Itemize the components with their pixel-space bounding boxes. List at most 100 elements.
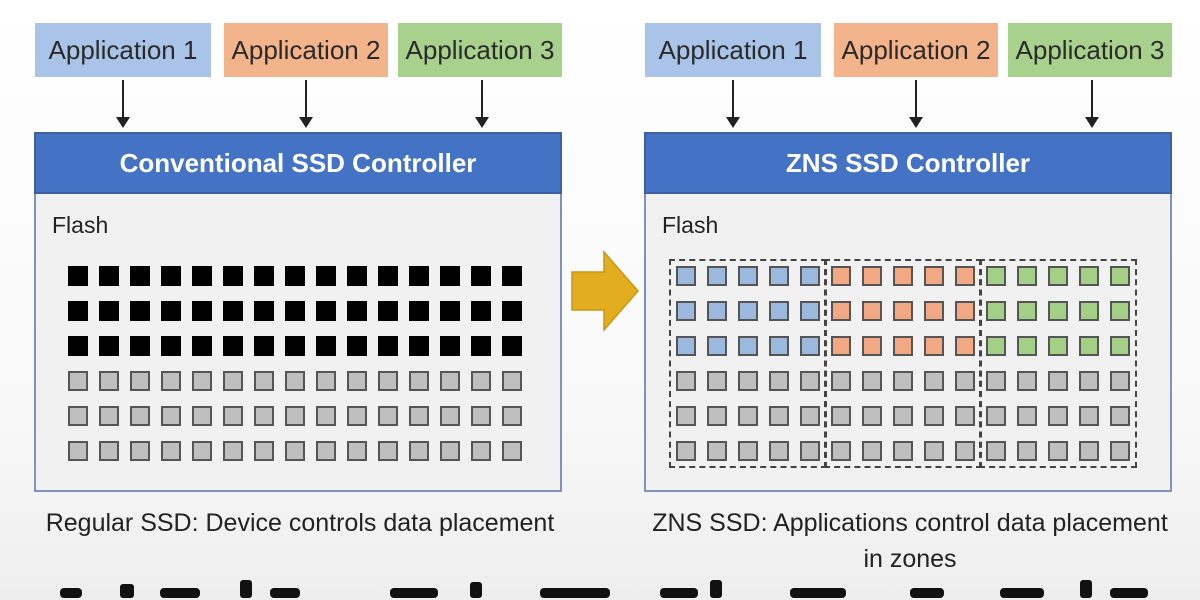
flash-cell <box>707 406 727 426</box>
left-application-1-label: Application 1 <box>48 34 198 65</box>
flash-cell <box>924 266 944 286</box>
left-flash-panel: Flash <box>34 194 562 492</box>
flash-cell <box>1110 441 1130 461</box>
flash-cell <box>738 441 758 461</box>
flash-cell <box>285 336 305 356</box>
flash-cell <box>893 371 913 391</box>
flash-cell <box>130 441 150 461</box>
flash-cell <box>986 301 1006 321</box>
right-application-2-label: Application 2 <box>841 34 991 65</box>
flash-cell <box>502 441 522 461</box>
flash-cell <box>707 301 727 321</box>
right-application-2-box: Application 2 <box>834 23 998 77</box>
flash-cell <box>800 441 820 461</box>
flash-cell <box>1079 371 1099 391</box>
flash-cell <box>924 336 944 356</box>
flash-cell <box>409 301 429 321</box>
flash-cell <box>800 406 820 426</box>
flash-cell <box>738 336 758 356</box>
flash-cell <box>1079 336 1099 356</box>
flash-cell <box>440 441 460 461</box>
flash-cell <box>471 441 491 461</box>
flash-cell <box>223 266 243 286</box>
flash-cell <box>68 301 88 321</box>
flash-cell <box>347 406 367 426</box>
flash-cell <box>769 406 789 426</box>
flash-cell <box>440 336 460 356</box>
flash-cell <box>316 441 336 461</box>
flash-cell <box>1017 301 1037 321</box>
flash-cell <box>707 266 727 286</box>
flash-cell <box>285 441 305 461</box>
flash-cell <box>409 371 429 391</box>
left-app3-arrow-icon <box>475 80 489 128</box>
flash-cell <box>1048 406 1068 426</box>
flash-cell <box>707 336 727 356</box>
flash-cell <box>1017 371 1037 391</box>
flash-cell <box>130 371 150 391</box>
right-flash-panel: Flash <box>644 194 1172 492</box>
flash-cell <box>862 336 882 356</box>
flash-cell <box>223 301 243 321</box>
flash-cell <box>1048 301 1068 321</box>
flash-cell <box>676 336 696 356</box>
flash-cell <box>471 336 491 356</box>
flash-cell <box>769 371 789 391</box>
left-application-1-box: Application 1 <box>35 23 211 77</box>
flash-cell <box>130 336 150 356</box>
flash-cell <box>471 406 491 426</box>
flash-cell <box>800 266 820 286</box>
zns-ssd-controller-title: ZNS SSD Controller <box>785 147 1031 178</box>
flash-cell <box>223 371 243 391</box>
flash-cell <box>471 371 491 391</box>
flash-cell <box>676 266 696 286</box>
flash-cell <box>502 336 522 356</box>
flash-cell <box>254 406 274 426</box>
flash-cell <box>1017 406 1037 426</box>
flash-cell <box>440 266 460 286</box>
flash-cell <box>1110 266 1130 286</box>
flash-cell <box>99 406 119 426</box>
flash-cell <box>192 406 212 426</box>
flash-cell <box>862 301 882 321</box>
flash-cell <box>161 266 181 286</box>
flash-cell <box>955 266 975 286</box>
flash-cell <box>769 266 789 286</box>
flash-cell <box>1079 441 1099 461</box>
flash-cell <box>738 301 758 321</box>
flash-cell <box>502 301 522 321</box>
flash-cell <box>161 406 181 426</box>
flash-cell <box>893 406 913 426</box>
flash-cell <box>378 371 398 391</box>
left-application-2-label: Application 2 <box>231 34 381 65</box>
flash-cell <box>316 371 336 391</box>
flash-cell <box>676 406 696 426</box>
flash-cell <box>161 371 181 391</box>
flash-cell <box>862 266 882 286</box>
flash-cell <box>192 266 212 286</box>
flash-cell <box>986 371 1006 391</box>
flash-cell <box>285 371 305 391</box>
flash-cell <box>986 441 1006 461</box>
flash-cell <box>831 441 851 461</box>
left-caption: Regular SSD: Device controls data placem… <box>45 509 555 537</box>
flash-cell <box>769 301 789 321</box>
right-application-3-box: Application 3 <box>1008 23 1172 77</box>
flash-cell <box>955 301 975 321</box>
flash-cell <box>1079 301 1099 321</box>
right-arrow-icon <box>571 250 639 332</box>
flash-cell <box>831 406 851 426</box>
flash-cell <box>955 441 975 461</box>
bottom-cropped-text <box>60 580 1148 598</box>
flash-cell <box>68 406 88 426</box>
flash-cell <box>378 336 398 356</box>
flash-cell <box>440 371 460 391</box>
flash-cell <box>223 336 243 356</box>
right-app1-arrow-icon <box>726 80 740 128</box>
right-flash-label: Flash <box>662 212 719 238</box>
flash-cell <box>378 441 398 461</box>
flash-cell <box>862 406 882 426</box>
left-application-2-box: Application 2 <box>224 23 388 77</box>
flash-cell <box>502 406 522 426</box>
right-application-3-label: Application 3 <box>1015 34 1165 65</box>
